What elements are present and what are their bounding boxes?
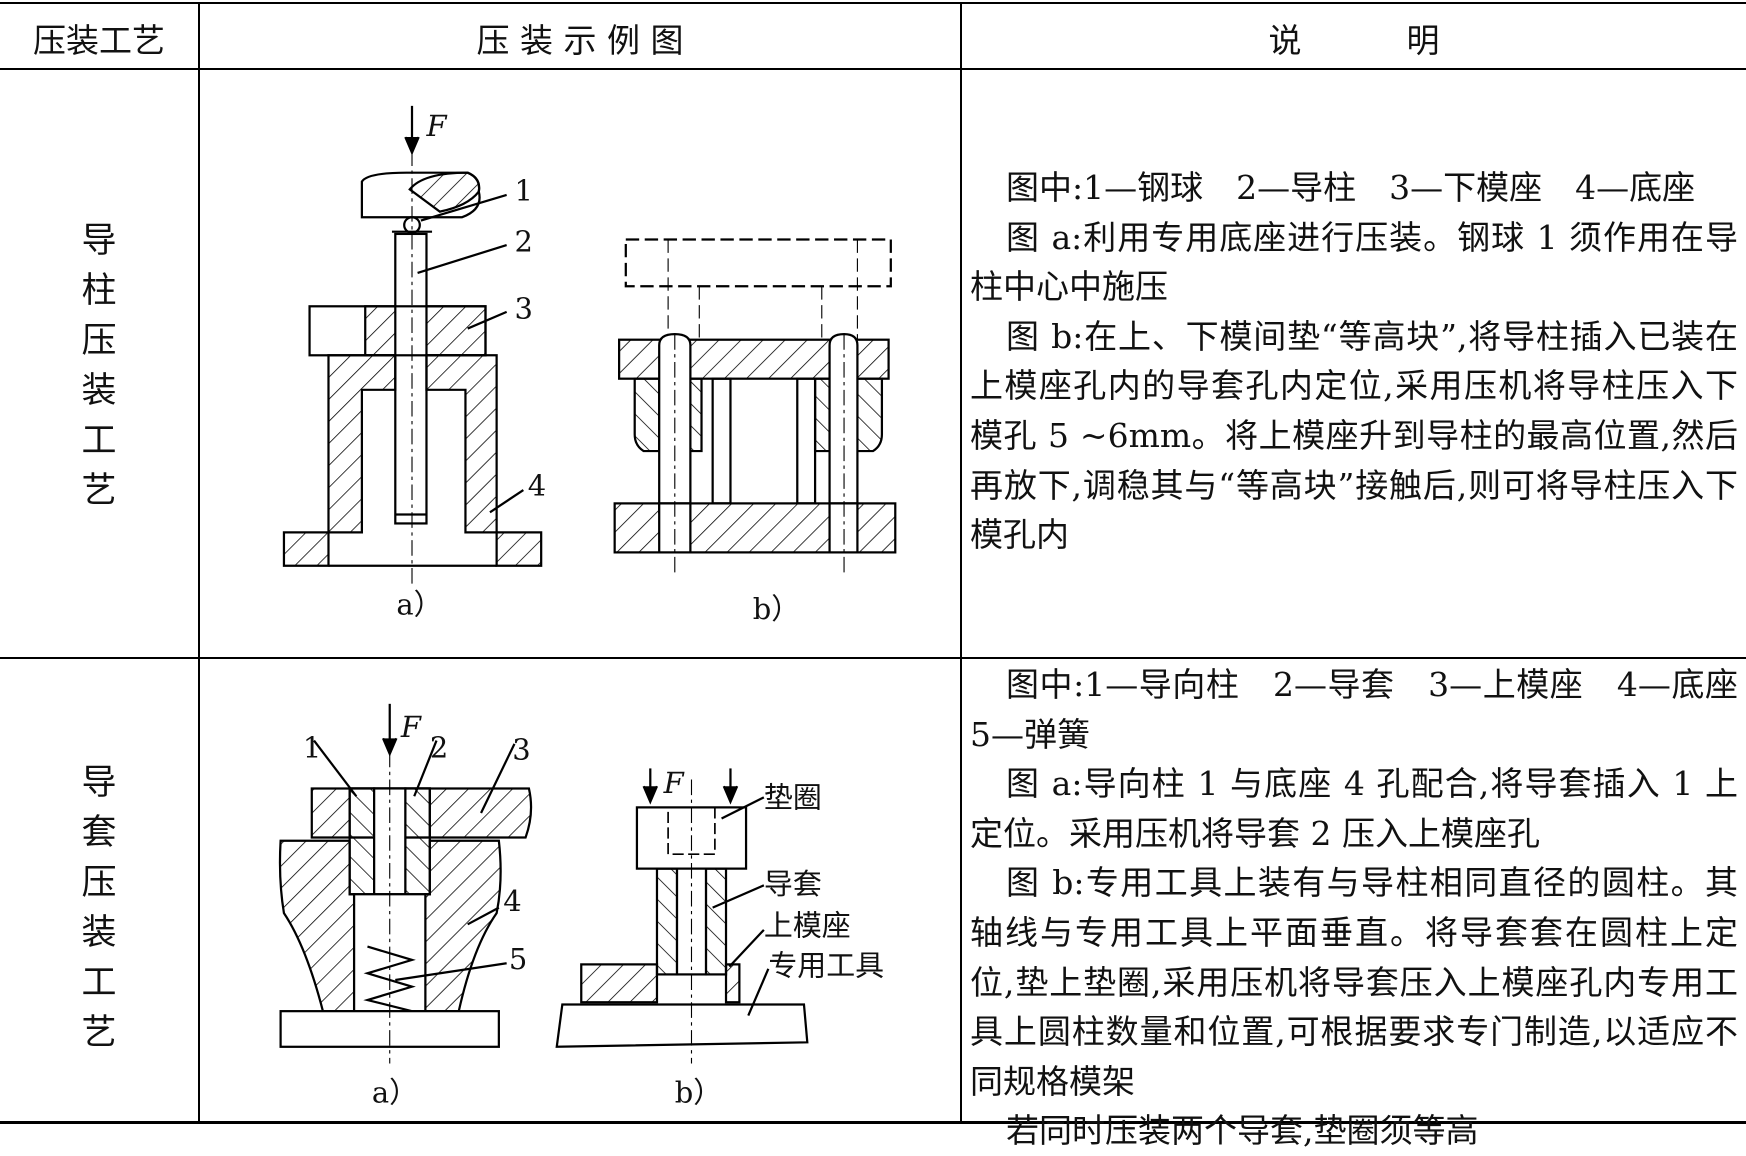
description-line: 图 a:导向柱 1 与底座 4 孔配合,将导套插入 1 上定位。采用压机将导套 … — [970, 764, 1738, 853]
part-number: 2 — [430, 730, 448, 764]
caption-b: b） — [675, 1075, 722, 1109]
fig-1b-guide-pillar-press — [613, 238, 897, 574]
part-number: 4 — [528, 469, 546, 503]
description-line: 若同时压装两个导套,垫圈须等高 — [1006, 1111, 1479, 1151]
table-bottom-rule — [0, 1121, 1746, 1124]
part-number: 3 — [514, 292, 532, 326]
label-upper-die-seat: 上模座 — [764, 908, 851, 942]
label-guide-bush: 导套 — [764, 867, 822, 901]
label-washer: 垫圈 — [764, 780, 822, 814]
description-guide-pillar: 图中:1—钢球 2—导柱 3—下模座 4—底座 图 a:利用专用底座进行压装。钢… — [970, 163, 1738, 560]
force-label: F — [425, 109, 447, 143]
fig-2b-guide-bush-tool — [555, 768, 809, 1064]
part-number: 4 — [503, 884, 521, 918]
label-special-tool: 专用工具 — [768, 949, 884, 983]
process-label-guide-pillar: 导 柱 压 装 工 艺 — [81, 221, 117, 511]
part-number: 5 — [509, 942, 527, 976]
description-line: 图中:1—导向柱 2—导套 3—上模座 4—底座 5—弹簧 — [970, 665, 1738, 754]
caption-a: a） — [396, 588, 442, 622]
caption-b: b） — [753, 592, 800, 626]
part-number: 1 — [303, 730, 321, 764]
column-rule-2 — [960, 2, 962, 1124]
header-description: 说 明 — [1268, 21, 1440, 60]
fig-2a-guide-bush-base — [278, 703, 533, 1064]
part-number: 3 — [512, 733, 530, 767]
force-label: F — [663, 766, 685, 800]
header-bottom-rule — [0, 68, 1746, 70]
table-top-rule — [0, 2, 1746, 4]
part-number: 2 — [514, 225, 532, 259]
caption-a: a） — [372, 1075, 418, 1109]
column-rule-1 — [198, 2, 200, 1124]
fig-1a-guide-pillar-base — [282, 105, 543, 585]
row-divider-rule — [0, 657, 1746, 659]
force-label: F — [400, 710, 422, 744]
description-guide-bush: 图中:1—导向柱 2—导套 3—上模座 4—底座 5—弹簧 图 a:导向柱 1 … — [970, 660, 1738, 1156]
header-figure: 压 装 示 例 图 — [476, 21, 684, 60]
process-label-guide-bush: 导 套 压 装 工 艺 — [81, 763, 117, 1053]
description-line: 图 a:利用专用底座进行压装。钢球 1 须作用在导柱中心中施压 — [970, 217, 1738, 307]
header-process: 压装工艺 — [33, 21, 165, 60]
description-line: 图 b:专用工具上装有与导柱相同直径的圆柱。其轴线与专用工具上平面垂直。将导套套… — [970, 863, 1738, 1101]
part-number: 1 — [514, 174, 532, 208]
description-line: 图中:1—钢球 2—导柱 3—下模座 4—底座 — [1006, 168, 1696, 207]
description-line: 图 b:在上、下模间垫“等高块”,将导柱插入已装在上模座孔内的导套孔内定位,采用… — [970, 316, 1738, 555]
